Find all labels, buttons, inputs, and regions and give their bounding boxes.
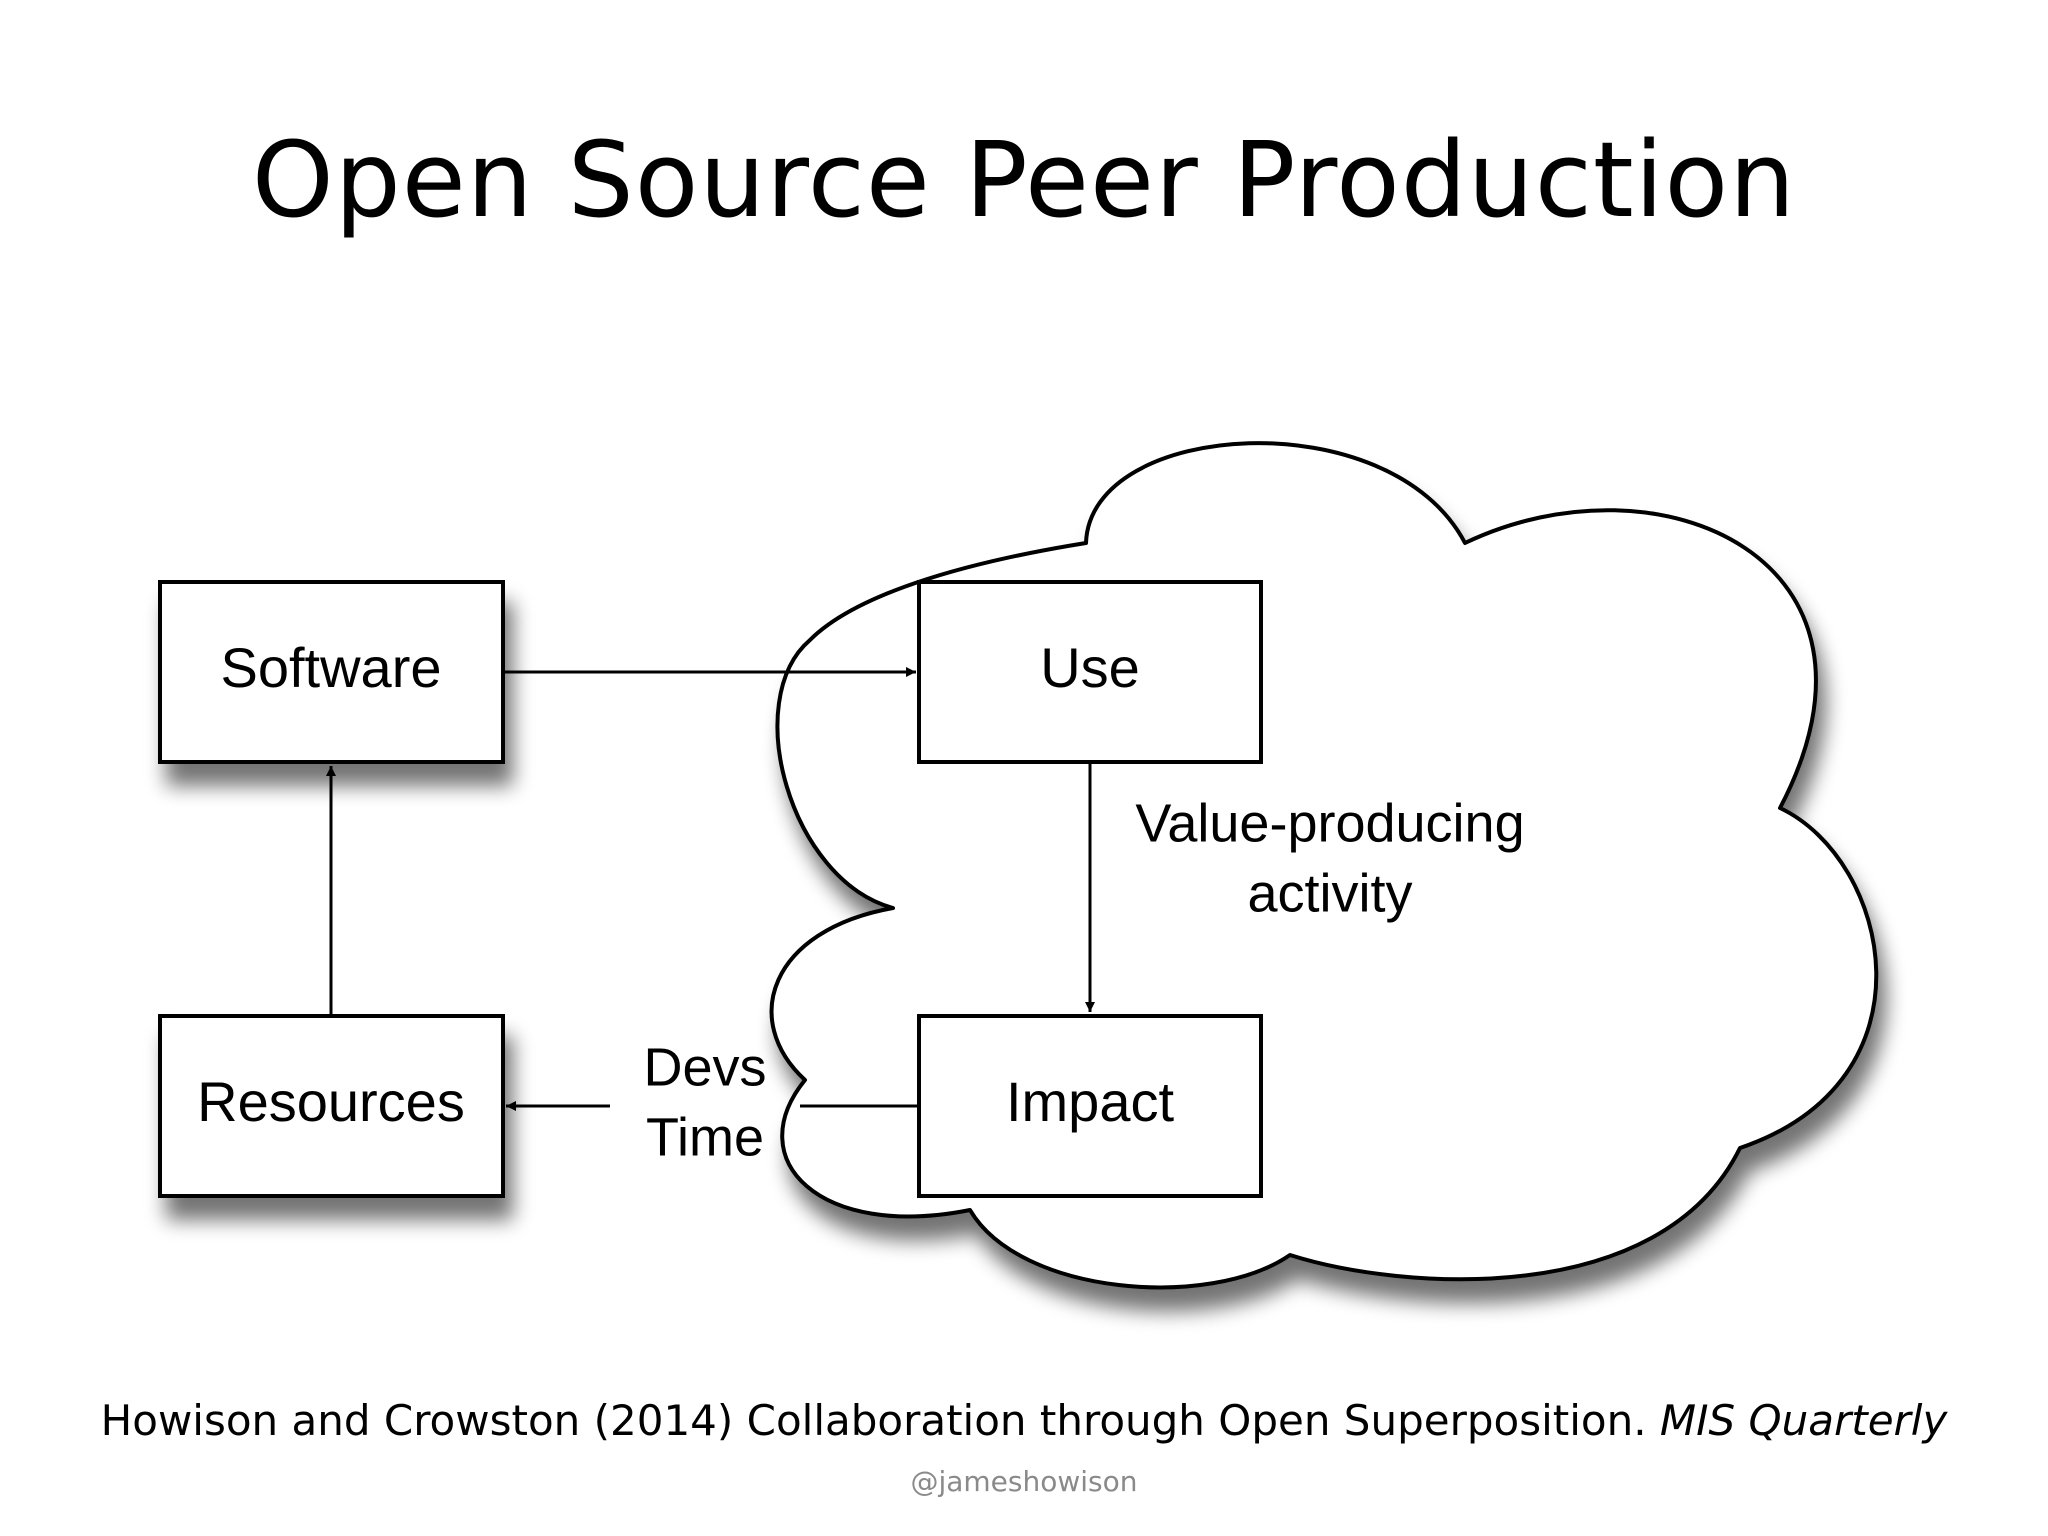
node-resources: Resources <box>158 1014 505 1198</box>
edge-label-time: Time <box>646 1107 764 1167</box>
edge-label-value-producing: Value-producing <box>1135 793 1524 853</box>
node-software-label: Software <box>221 636 442 699</box>
citation: Howison and Crowston (2014) Collaboratio… <box>0 1400 2048 1442</box>
edge-label-activity: activity <box>1247 863 1412 923</box>
slide-title: Open Source Peer Production <box>251 119 1797 241</box>
node-use-label: Use <box>1040 636 1140 699</box>
citation-text: Howison and Crowston (2014) Collaboratio… <box>100 1396 1660 1445</box>
node-software: Software <box>158 580 505 764</box>
citation-journal: MIS Quarterly <box>1659 1396 1948 1445</box>
author-handle: @jameshowison <box>910 1465 1138 1498</box>
edge-label-devs: Devs <box>643 1037 766 1097</box>
node-impact-label: Impact <box>1006 1070 1174 1133</box>
node-impact: Impact <box>917 1014 1263 1198</box>
node-resources-label: Resources <box>197 1070 465 1133</box>
node-use: Use <box>917 580 1263 764</box>
